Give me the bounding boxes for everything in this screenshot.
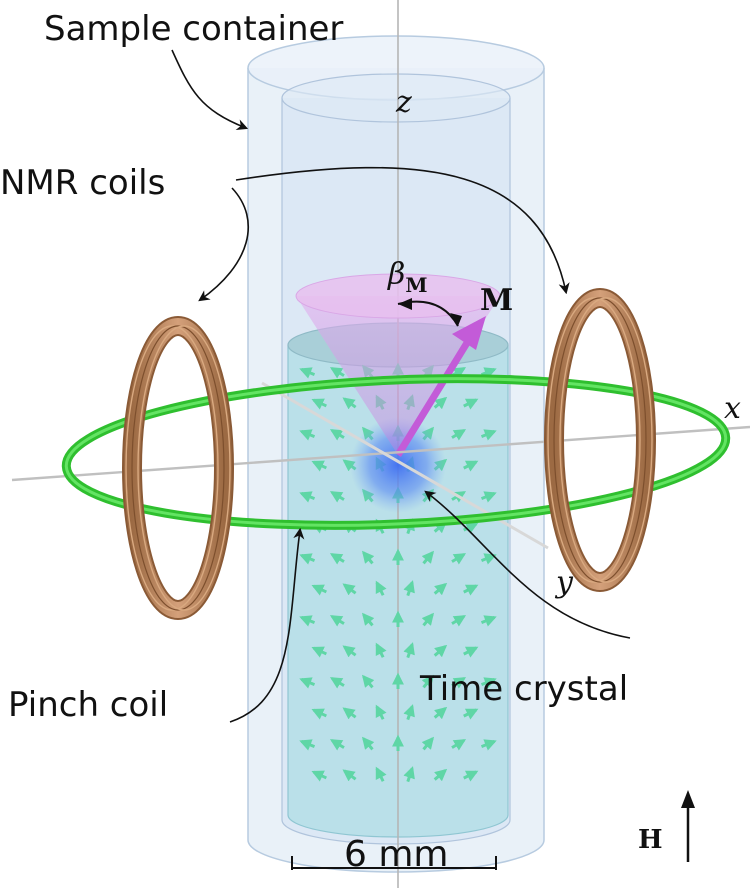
field-arrow [403,704,415,721]
label-pinch-coil: Pinch coil [8,685,168,725]
field-arrow [299,553,316,565]
field-arrow [361,736,375,751]
field-arrow [421,550,435,565]
field-arrow [480,615,497,627]
field-h-indicator [681,790,695,862]
field-arrow [403,580,415,597]
label-time-crystal: Time crystal [419,669,628,709]
axis-label-z: z [395,85,412,120]
field-arrow [299,367,316,379]
field-arrow [329,553,345,565]
axis-label-y: y [554,565,574,600]
field-arrow [329,367,345,379]
field-arrow [329,615,345,627]
field-arrow [421,612,435,627]
field-arrow [451,677,467,689]
field-arrow [311,460,327,472]
field-arrow [451,739,467,751]
field-arrow [342,583,357,596]
scale-bar-label: 6 mm [344,834,448,875]
field-arrow [311,708,327,720]
field-arrow [463,398,479,410]
scale-bar [291,856,497,870]
field-arrow [480,677,497,689]
field-arrow [480,491,497,503]
field-arrow [329,429,345,441]
leader-pinch-coil [229,527,305,723]
leader-sample-container [171,49,249,130]
field-arrow [329,677,345,689]
nmr-coil-right [544,288,656,592]
field-arrow [463,584,479,596]
field-arrow [480,367,497,379]
field-arrow [463,522,479,534]
field-arrow [375,642,387,658]
field-arrow [311,770,327,782]
field-arrow [311,398,327,410]
nmr-coil-left [122,316,234,620]
magnetization-vector [395,316,486,457]
field-arrow [311,584,327,596]
angle-arc [397,298,462,327]
field-arrow [421,674,435,689]
field-arrow [375,704,387,720]
leader-nmr-left [198,187,250,302]
field-arrow [299,615,316,627]
field-arrow [451,553,467,565]
label-sample-container: Sample container [44,9,343,49]
field-arrow [433,644,448,658]
field-arrow [311,646,327,658]
field-arrow [433,396,448,410]
field-arrow [421,736,435,751]
axis-label-x: x [724,391,741,426]
field-arrow [433,706,448,720]
vector-label-m: M [480,283,513,318]
field-arrow [463,708,479,720]
field-arrow [463,646,479,658]
field-arrow [451,615,467,627]
field-arrow [480,429,497,441]
field-arrow [480,739,497,751]
pinch-coil-ring [61,374,731,530]
field-arrow [342,645,357,658]
field-arrow [361,674,375,689]
field-arrow [433,582,448,596]
field-arrow [433,768,448,782]
field-arrow [451,429,467,441]
field-arrow [480,553,497,565]
leader-nmr-right [235,166,570,295]
field-arrow [342,769,357,782]
time-crystal-blob [350,417,446,513]
field-arrow [299,429,316,441]
field-arrow [403,766,415,783]
field-arrow [342,397,357,410]
angle-label: βM [387,257,427,297]
field-arrow [403,642,415,659]
field-label-h: H [638,825,663,855]
field-arrow [329,739,345,751]
field-arrow [361,550,375,565]
field-arrow [299,739,316,751]
field-arrow [463,460,479,472]
field-arrow [361,612,375,627]
field-arrow [329,491,345,503]
field-arrow [463,770,479,782]
field-arrow [342,707,357,720]
label-nmr-coils: NMR coils [0,163,165,203]
leader-time-crystal [424,490,631,639]
field-arrow [299,491,316,503]
field-arrow [299,677,316,689]
field-arrow [375,580,387,596]
field-arrow [375,766,387,782]
